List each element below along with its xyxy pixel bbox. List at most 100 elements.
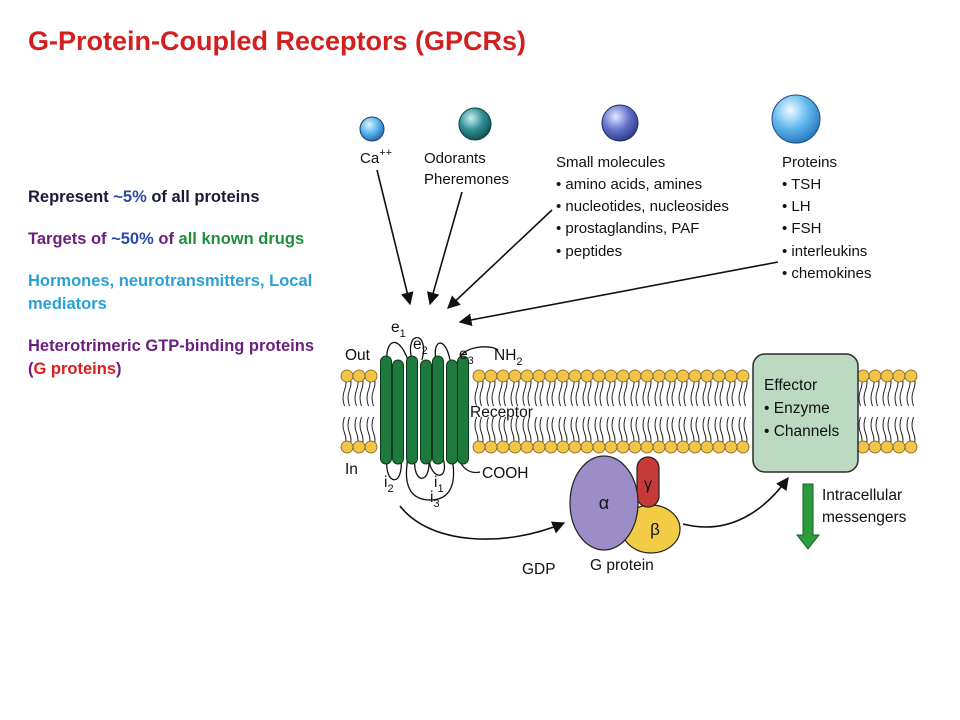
effector-item-enzyme: • Enzyme [764,400,830,417]
lipid-head [592,440,606,454]
lipid-head [736,440,750,454]
alpha-label: α [599,493,609,513]
protein-item: • interleukins [782,243,867,260]
alpha-subunit [569,455,639,551]
lipid-head [496,369,510,383]
loop-i2 [386,457,402,481]
lipid-head [724,369,738,383]
lipid-head [856,440,870,454]
fact-list: Represent ~5% of all proteins Targets of… [28,186,328,400]
protein-binding-arrow [458,261,779,327]
transmembrane-helix [392,359,404,465]
effector-title: Effector [764,377,817,394]
lipid-head [652,369,666,383]
loop-e2 [409,336,425,361]
protein-item: • chemokines [782,265,871,282]
lipid-head [652,440,666,454]
lipid-head [472,440,486,454]
g-protein-label: G protein [590,557,654,574]
effector-item-channels: • Channels [764,423,839,440]
messengers-label-line1: Intracellular [822,487,902,504]
lipid-head [628,440,642,454]
lipid-head [556,440,570,454]
lipid-head [688,369,702,383]
lipid-head [496,440,510,454]
ca-binding-arrow [376,169,414,306]
lipid-head [892,440,906,454]
lipid-head [532,440,546,454]
gdp-label: GDP [522,561,556,578]
lipid-head [868,369,882,383]
protein-item: • TSH [782,176,821,193]
i2-label: i2 [384,474,394,495]
nh2-label: NH2 [494,347,523,368]
loop-e3 [434,342,451,361]
receptor-label: Receptor [470,404,533,421]
lipid-head [568,369,582,383]
lipid-head [520,440,534,454]
gamma-label: γ [644,476,652,493]
lipid-head [736,369,750,383]
fact-drug-targets: Targets of ~50% of all known drugs [28,230,305,248]
gamma-subunit [636,456,660,508]
e1-label: e1 [391,319,406,340]
fact-g-proteins: Heterotrimeric GTP-binding proteins (G p… [28,337,315,378]
lipid-head [580,369,594,383]
lipid-bilayer [340,369,918,454]
small-molecule-item: • amino acids, amines [556,176,702,193]
lipid-head [712,440,726,454]
messengers-label-line2: messengers [822,509,907,526]
lipid-head [532,369,546,383]
transmembrane-helix [380,355,392,465]
transmembrane-helix [420,359,432,465]
lipid-head [508,440,522,454]
lipid-head [544,440,558,454]
small-molecule-sphere [601,104,639,142]
transmembrane-helix [446,359,458,465]
transmembrane-helix [457,355,469,465]
gprotein-to-effector-arrow [682,476,789,528]
lipid-head [628,369,642,383]
loop-i3-inner [428,457,446,476]
ca-label: Ca++ [360,147,392,167]
lipid-head [892,369,906,383]
lipid-head [904,369,918,383]
lipid-head [880,440,894,454]
loop-i1 [414,457,430,479]
small-molecule-binding-arrow [447,209,553,309]
lipid-head [856,369,870,383]
transmembrane-helix [432,355,444,465]
odorant-binding-arrow [427,191,463,306]
effector-box [752,353,859,473]
lipid-head [616,440,630,454]
lipid-head [472,369,486,383]
lipid-head [640,440,654,454]
lipid-head [676,369,690,383]
proteins-header: Proteins [782,154,837,171]
e3-label: e3 [459,346,474,367]
lipid-head [544,369,558,383]
lipid-head [724,440,738,454]
pheromones-label: Pheremones [424,171,509,188]
lipid-head [604,440,618,454]
odorant-sphere [458,107,492,141]
lipid-head [604,369,618,383]
lipid-head [904,440,918,454]
lipid-head [508,369,522,383]
transmembrane-helix [406,355,418,465]
lipid-head [352,440,366,454]
i3-label: i3 [430,489,440,510]
lipid-head [352,369,366,383]
lipid-head [484,369,498,383]
lipid-head [520,369,534,383]
odorants-label: Odorants [424,150,486,167]
lipid-head [688,440,702,454]
beta-label: β [650,520,660,539]
small-molecule-item: • prostaglandins, PAF [556,220,699,237]
lipid-head [484,440,498,454]
fact-ligand-types: Hormones, neurotransmitters, Local media… [28,272,313,313]
cooh-label: COOH [482,465,529,482]
lipid-head [700,440,714,454]
i1-label: i1 [434,474,444,495]
